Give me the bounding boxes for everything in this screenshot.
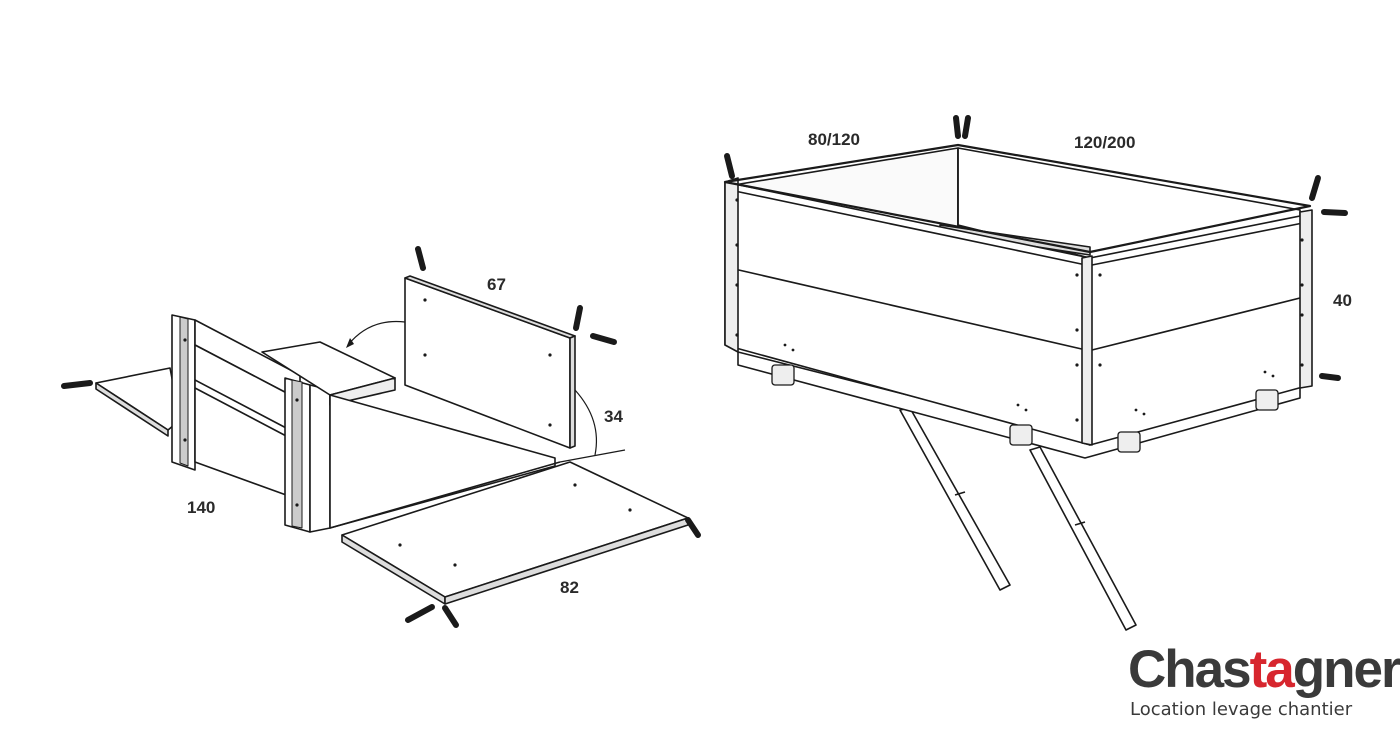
dimension-box-width: 67 <box>487 275 506 294</box>
bolt-marker-icon <box>573 305 583 331</box>
disassembled-skip <box>61 246 701 628</box>
bolt-marker-icon <box>962 115 971 139</box>
dimension-height: 40 <box>1333 291 1352 310</box>
dimension-width-range: 80/120 <box>808 130 860 149</box>
bolt-marker-icon <box>1309 175 1321 201</box>
assembled-skip <box>723 115 1348 631</box>
logo-wordmark: Chastagner <box>1128 640 1400 699</box>
left-base-plate <box>95 367 181 431</box>
bolt-marker-icon <box>590 333 617 345</box>
dimension-length-range: 120/200 <box>1074 133 1136 152</box>
brand-logo: Chastagner Location levage chantier <box>1128 640 1400 724</box>
bolt-marker-icon <box>1321 209 1348 216</box>
dimension-floor: 82 <box>560 578 579 597</box>
bolt-marker-icon <box>685 517 701 538</box>
bolt-marker-icon <box>1319 373 1341 381</box>
dimension-angle: 34 <box>604 407 623 426</box>
bolt-marker-icon <box>415 246 426 271</box>
bolt-marker-icon <box>61 380 93 389</box>
bolt-marker-icon <box>405 604 435 623</box>
bolt-marker-icon <box>442 605 459 628</box>
dimension-length: 140 <box>187 498 216 517</box>
bolt-marker-icon <box>953 115 961 139</box>
box-body <box>309 384 331 533</box>
bolt-marker-icon <box>724 153 735 179</box>
logo-tagline: Location levage chantier <box>1130 699 1353 720</box>
